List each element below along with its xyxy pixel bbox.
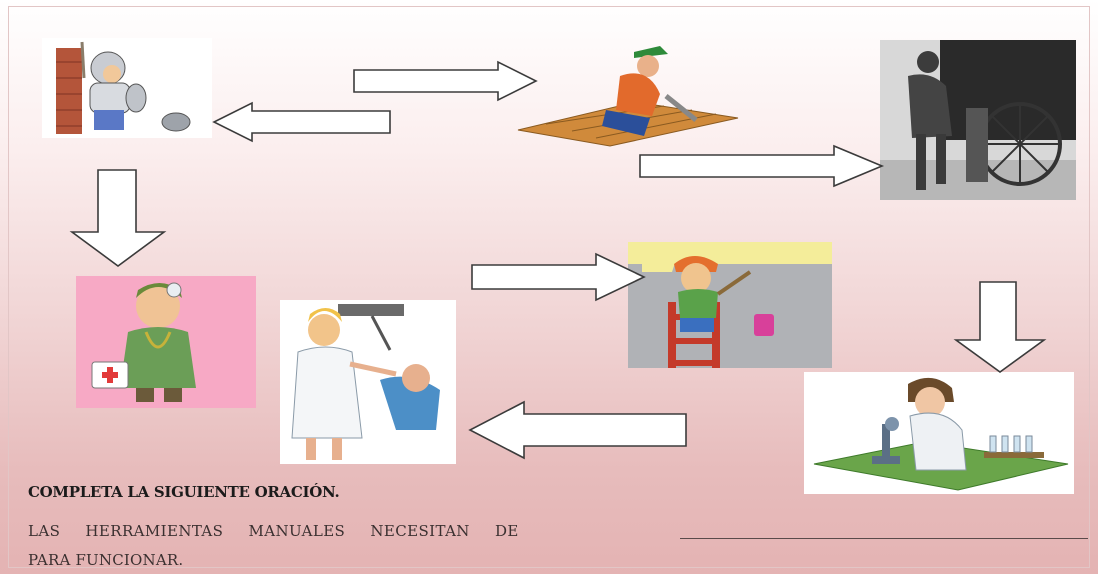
sentence-part-1: LAS HERRAMIENTAS MANUALES NECESITAN DE: [28, 522, 519, 540]
arrow-left-icon: [468, 400, 688, 460]
painter-illustration-icon: [628, 242, 832, 368]
scientist-microscope-illustration-icon: [804, 372, 1074, 494]
sentence-part-2: PARA FUNCIONAR.: [28, 551, 184, 569]
page-border: [8, 6, 1090, 568]
exercise-heading: COMPLETA LA SIGUIENTE ORACIÓN.: [28, 483, 340, 501]
arrow-down-icon: [69, 168, 167, 268]
carpenter-illustration-icon: [516, 44, 740, 148]
answer-blank-line[interactable]: [680, 538, 1088, 539]
arrow-right-icon: [352, 60, 538, 102]
arrow-down-icon: [953, 280, 1047, 374]
arrow-right-icon: [638, 144, 885, 188]
doctor-illustration-icon: [76, 276, 256, 408]
arrow-left-icon: [212, 101, 392, 143]
dentist-illustration-icon: [280, 300, 456, 464]
arrow-right-icon: [470, 252, 646, 302]
soldier-illustration-icon: [42, 38, 212, 138]
knife-grinder-photo-icon: [880, 40, 1076, 200]
